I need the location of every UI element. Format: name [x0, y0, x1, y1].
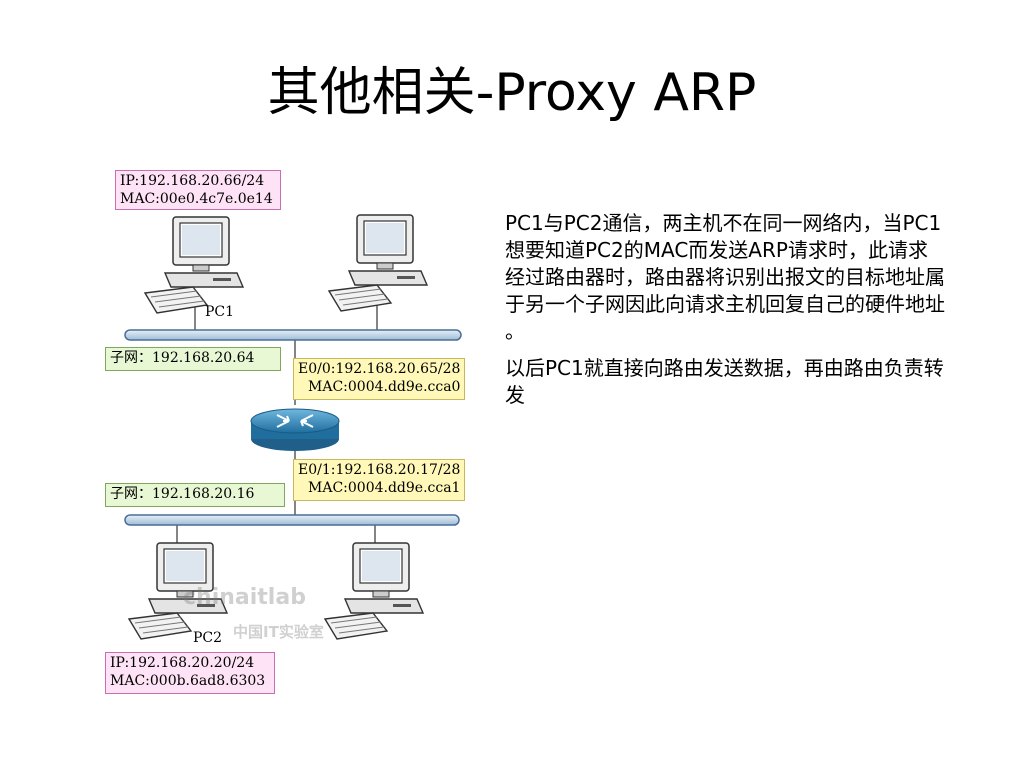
- pc1-label: PC1: [205, 304, 235, 320]
- pc-bottom-right-icon: [324, 542, 424, 640]
- proxy-arp-diagram: IP:192.168.20.66/24 MAC:00e0.4c7e.0e14 P…: [95, 165, 475, 705]
- explanation-text: PC1与PC2通信，两主机不在同一网络内，当PC1想要知道PC2的MAC而发送A…: [505, 210, 945, 419]
- bottom-bus: [124, 514, 460, 526]
- router-icon: [250, 408, 340, 451]
- pc1-address-box: IP:192.168.20.66/24 MAC:00e0.4c7e.0e14: [115, 170, 281, 210]
- watermark-subtitle: 中国IT实验室: [233, 621, 324, 642]
- top-bus: [124, 329, 462, 341]
- e00-ip: E0/0:192.168.20.65/28: [298, 361, 461, 377]
- pc2-ip: IP:192.168.20.20/24: [110, 655, 255, 671]
- pc1-ip: IP:192.168.20.66/24: [120, 173, 265, 189]
- diagram-graphics: [124, 214, 462, 640]
- e00-mac: MAC:0004.dd9e.cca0: [308, 379, 461, 395]
- subnet1-label: 子网：192.168.20.64: [105, 347, 281, 371]
- watermark-logo: chinaitlab: [183, 585, 306, 610]
- pc1-icon: [144, 216, 244, 314]
- pc1-mac: MAC:00e0.4c7e.0e14: [120, 191, 273, 207]
- pc-top-right-icon: [328, 214, 428, 312]
- e00-interface-box: E0/0:192.168.20.65/28 MAC:0004.dd9e.cca0: [293, 358, 465, 400]
- explanation-paragraph-2: 以后PC1就直接向路由发送数据，再由路由负责转发: [505, 356, 944, 407]
- subnet2-label: 子网：192.168.20.16: [105, 483, 285, 507]
- watermark-text: chinaitlab: [183, 585, 306, 610]
- pc2-label: PC2: [193, 630, 223, 646]
- e01-ip: E0/1:192.168.20.17/28: [298, 462, 461, 478]
- watermark-subtext: 中国IT实验室: [233, 623, 324, 641]
- explanation-paragraph-1: PC1与PC2通信，两主机不在同一网络内，当PC1想要知道PC2的MAC而发送A…: [505, 211, 945, 343]
- pc2-address-box: IP:192.168.20.20/24 MAC:000b.6ad8.6303: [105, 652, 275, 694]
- slide-title: 其他相关-Proxy ARP: [267, 63, 757, 123]
- e01-interface-box: E0/1:192.168.20.17/28 MAC:0004.dd9e.cca1: [293, 459, 465, 501]
- pc2-mac: MAC:000b.6ad8.6303: [110, 673, 266, 689]
- e01-mac: MAC:0004.dd9e.cca1: [308, 480, 461, 496]
